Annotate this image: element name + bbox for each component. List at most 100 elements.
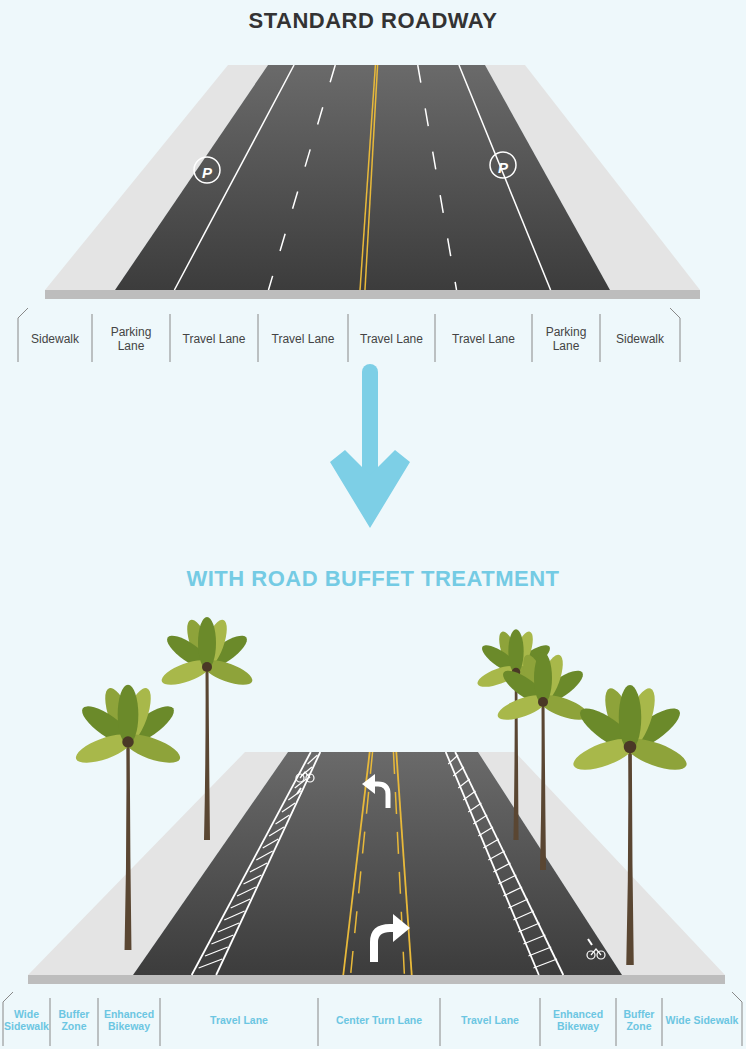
bracket (160, 998, 161, 1046)
dashed-lane-line (418, 65, 457, 290)
hatching (488, 851, 504, 860)
road-surface (115, 65, 610, 290)
palm-tree (159, 617, 255, 840)
hatching (498, 875, 516, 884)
hatching (250, 863, 267, 872)
segment-label: Enhanced Bikeway (99, 1008, 159, 1032)
turn-arrow (374, 928, 394, 962)
segment-label: Travel Lane (161, 1014, 317, 1026)
parking-symbol-letter: P (194, 164, 220, 181)
turn-arrow-head (362, 774, 375, 794)
lane-line (459, 65, 551, 290)
hatching (269, 827, 284, 836)
bracket (170, 314, 171, 362)
title: STANDARD ROADWAY (0, 8, 746, 34)
curb (45, 290, 700, 299)
hatching (237, 887, 256, 896)
hatching (528, 947, 551, 956)
turn-lane-line (396, 752, 411, 975)
hatching (205, 947, 228, 956)
bracket (616, 998, 617, 1046)
bracket (98, 998, 99, 1046)
segment-label: Wide Sidewalk (4, 1008, 49, 1032)
hatching (473, 815, 487, 824)
down-arrow (362, 372, 378, 470)
parking-symbol (490, 152, 516, 178)
hatching (256, 851, 272, 860)
hatching (231, 899, 251, 908)
segment-label: Travel Lane (437, 333, 530, 347)
bracket (435, 314, 436, 362)
bracket (348, 314, 349, 362)
hatching (513, 911, 533, 920)
palm-tree (570, 685, 690, 965)
center-line (365, 65, 378, 290)
bracket (18, 308, 28, 362)
segment-label: Travel Lane (350, 333, 433, 347)
hatching (276, 815, 290, 824)
bike-buffer-line (192, 752, 311, 975)
bracket (50, 998, 51, 1046)
hatching (282, 803, 295, 812)
hatching (448, 755, 458, 764)
curb (28, 975, 725, 984)
segment-label: Travel Lane (260, 333, 346, 347)
hatching (518, 923, 539, 932)
bracket (540, 998, 541, 1046)
hatching (458, 779, 470, 788)
hatching (453, 767, 464, 776)
segment-label: Buffer Zone (617, 1008, 661, 1032)
turn-arrow (374, 784, 388, 808)
hatching (468, 803, 481, 812)
bracket (662, 998, 663, 1046)
segment-label: Parking Lane (540, 326, 592, 354)
palm-tree (73, 685, 184, 950)
lane-line (174, 65, 294, 290)
section-heading: WITH ROAD BUFFET TREATMENT (0, 566, 746, 592)
segment-label: Wide Sidewalk (663, 1014, 741, 1026)
parking-symbol (194, 157, 220, 183)
hatching (243, 875, 261, 884)
bracket (318, 998, 319, 1046)
turn-arrow-head (393, 914, 410, 942)
hatching (463, 791, 475, 800)
bracket (258, 314, 259, 362)
hatching (224, 911, 244, 920)
hatching (533, 959, 557, 968)
hatching (211, 935, 233, 944)
turn-lane-dash (393, 752, 404, 975)
segment-label: Sidewalk (20, 333, 90, 347)
bracket (532, 314, 533, 362)
bike-symbol (587, 939, 605, 959)
dashed-lane-line (268, 65, 335, 290)
bike-buffer-line (446, 752, 539, 975)
bracket (3, 992, 13, 1046)
bracket (670, 308, 680, 362)
hatching (508, 899, 528, 908)
hatching (263, 839, 279, 848)
segment-label: Travel Lane (441, 1014, 539, 1026)
parking-symbol-letter: P (490, 159, 516, 176)
bracket (440, 998, 441, 1046)
hatching (483, 839, 499, 848)
hatching (199, 959, 223, 968)
segment-label: Enhanced Bikeway (541, 1008, 615, 1032)
segment-label: Travel Lane (172, 333, 256, 347)
hatching (503, 887, 522, 896)
segment-label: Sidewalk (602, 333, 678, 347)
bracket (92, 314, 93, 362)
segment-label: Buffer Zone (51, 1008, 97, 1032)
segment-label: Parking Lane (105, 326, 157, 354)
hatching (218, 923, 239, 932)
hatching (523, 935, 545, 944)
hatching (493, 863, 510, 872)
hatching (478, 827, 493, 836)
segment-label: Center Turn Lane (319, 1014, 439, 1026)
bike-symbol (296, 772, 314, 794)
down-arrow-head (330, 450, 410, 528)
hatching (308, 755, 318, 764)
bike-buffer-line (455, 752, 563, 975)
bracket (600, 314, 601, 362)
bike-buffer-line (216, 752, 320, 975)
